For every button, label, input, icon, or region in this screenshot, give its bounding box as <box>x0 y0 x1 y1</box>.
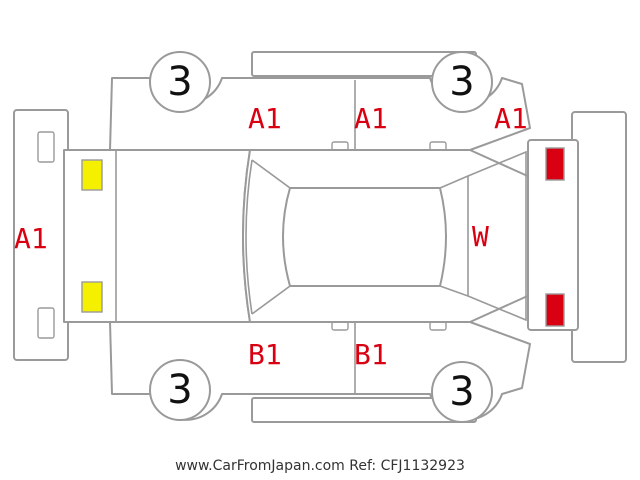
svg-text:3: 3 <box>167 59 192 105</box>
code-bottom-rear-door: B1 <box>354 338 388 371</box>
bottom-side-body <box>109 290 531 423</box>
rear-bumper <box>571 111 627 363</box>
front-light-left <box>81 159 103 191</box>
rear-lights <box>527 139 579 331</box>
reference-footer: www.CarFromJapan.com Ref: CFJ1132923 <box>175 458 465 474</box>
code-bottom-front-door: B1 <box>248 338 282 371</box>
wheel-rear-bottom: 3 <box>431 361 493 423</box>
code-front-bumper: A1 <box>14 222 48 255</box>
wheel-front-top: 3 <box>149 51 211 113</box>
wheel-front-bottom: 3 <box>149 359 211 421</box>
top-down-body <box>63 149 533 323</box>
rear-light-left <box>545 147 565 181</box>
svg-text:3: 3 <box>449 369 474 415</box>
code-top-rear-quarter: A1 <box>494 102 528 135</box>
svg-text:3: 3 <box>167 367 192 413</box>
code-top-front-door: A1 <box>248 102 282 135</box>
code-top-rear-door: A1 <box>354 102 388 135</box>
rear-light-right <box>545 293 565 327</box>
code-rear-window: W <box>472 220 489 253</box>
wheel-rear-top: 3 <box>431 51 493 113</box>
svg-text:3: 3 <box>449 59 474 105</box>
front-light-right <box>81 281 103 313</box>
